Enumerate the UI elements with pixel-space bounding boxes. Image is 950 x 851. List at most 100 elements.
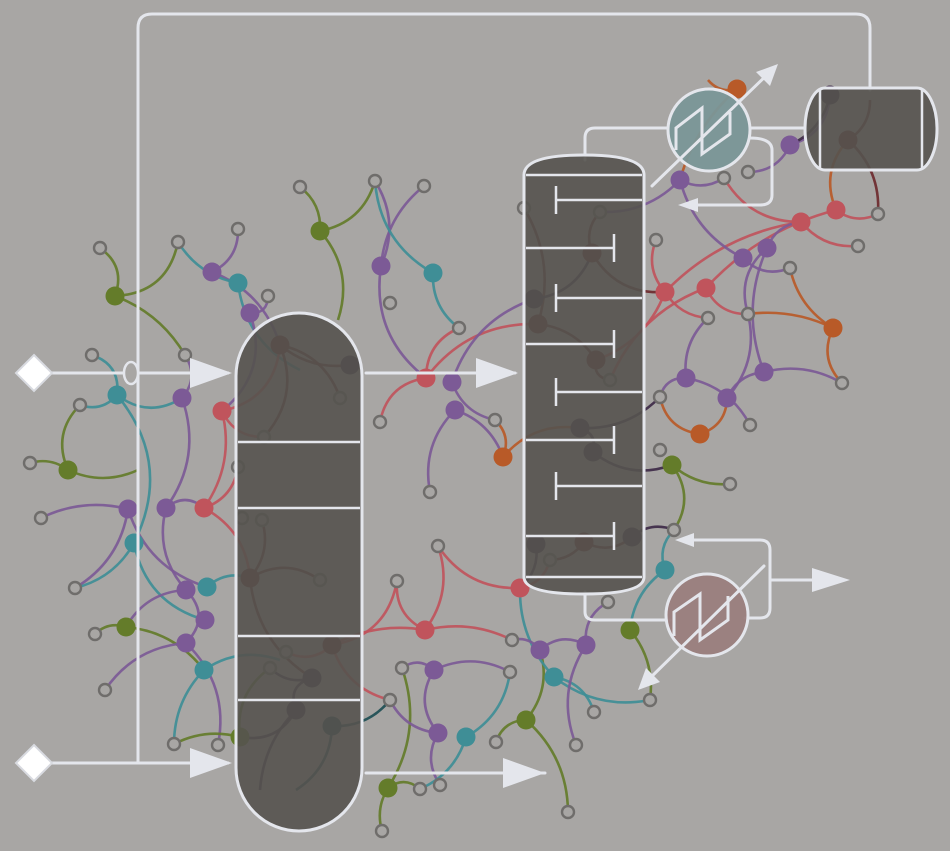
network-terminal-node: [67, 580, 83, 596]
network-node: [415, 620, 435, 640]
network-node: [371, 256, 391, 276]
network-terminal-node: [700, 310, 716, 326]
main-column[interactable]: [234, 311, 364, 833]
network-terminal-node: [389, 573, 405, 589]
network-terminal-node: [210, 737, 226, 753]
feed-top-diamond[interactable]: [14, 353, 54, 393]
network-terminal-node: [834, 375, 850, 391]
network-node: [530, 640, 550, 660]
network-node: [424, 660, 444, 680]
network-terminal-node: [742, 417, 758, 433]
network-node: [670, 170, 690, 190]
network-terminal-node: [97, 682, 113, 698]
network-terminal-node: [652, 389, 668, 405]
network-strand: [450, 297, 535, 383]
network-strand: [386, 667, 412, 789]
network-node: [442, 372, 462, 392]
network-node: [456, 727, 476, 747]
network-terminal-node: [740, 164, 756, 180]
pipe-crossing-marker: [122, 360, 140, 386]
network-node: [620, 620, 640, 640]
network-terminal-node: [92, 240, 108, 256]
network-node: [754, 362, 774, 382]
network-strand: [566, 644, 588, 746]
network-node: [717, 388, 737, 408]
network-terminal-node: [488, 734, 504, 750]
reflux-arrow: [678, 198, 698, 212]
network-strand: [74, 508, 130, 590]
network-node: [240, 303, 260, 323]
network-node: [423, 263, 443, 283]
network-node: [197, 577, 217, 597]
network-strand: [525, 719, 570, 813]
network-node: [228, 273, 248, 293]
network-node: [176, 633, 196, 653]
network-strand: [378, 265, 427, 380]
network-node: [176, 580, 196, 600]
reboiler-inlet-arrow: [675, 533, 694, 547]
column-vapor-line[interactable]: [583, 126, 670, 162]
network-terminal-node: [487, 412, 503, 428]
network-terminal-node: [740, 306, 756, 322]
network-strand: [678, 179, 744, 260]
reboiler-return-line[interactable]: [583, 590, 672, 622]
network-strand: [436, 545, 521, 590]
condenser[interactable]: [650, 64, 778, 188]
reflux-return-line[interactable]: [688, 136, 774, 207]
network-strand: [379, 184, 425, 267]
network-terminal-node: [412, 781, 428, 797]
network-terminal-node: [416, 178, 432, 194]
reflux-drum[interactable]: [803, 86, 939, 172]
network-strand: [202, 410, 228, 509]
network-strand: [125, 625, 206, 671]
network-strand: [722, 177, 802, 224]
feed-bottom-diamond[interactable]: [14, 743, 54, 783]
network-terminal-node: [292, 179, 308, 195]
network-terminal-node: [22, 455, 38, 471]
network-terminal-node: [870, 206, 886, 222]
network-node: [780, 135, 800, 155]
network-strand: [726, 313, 753, 399]
network-node: [124, 533, 144, 553]
network-node: [58, 460, 78, 480]
network-strand: [164, 397, 191, 509]
reboiler[interactable]: [638, 564, 766, 690]
condenser-zigzag-icon: [674, 104, 732, 157]
network-terminal-node: [367, 173, 383, 189]
network-terminal-node: [87, 626, 103, 642]
network-strand: [319, 230, 345, 321]
network-terminal-node: [72, 397, 88, 413]
bottoms-product-arrow: [503, 758, 545, 788]
network-terminal-node: [84, 347, 100, 363]
network-node: [823, 318, 843, 338]
network-node: [445, 400, 465, 420]
network-terminal-node: [642, 692, 658, 708]
network-terminal-node: [382, 295, 398, 311]
column-trays: [526, 186, 642, 550]
network-node: [172, 388, 192, 408]
network-node: [655, 282, 675, 302]
network-terminal-node: [586, 704, 602, 720]
reboiler-product-arrow: [812, 568, 850, 592]
network-terminal-node: [600, 594, 616, 610]
network-node: [791, 212, 811, 232]
network-terminal-node: [560, 804, 576, 820]
network-terminal-node: [850, 238, 866, 254]
condenser-diagonal-arrow: [650, 68, 774, 188]
network-node: [428, 723, 448, 743]
network-node: [826, 200, 846, 220]
top-feed-arrow: [190, 358, 232, 388]
network-node: [544, 667, 564, 687]
network-terminal-node: [430, 538, 446, 554]
network-node: [212, 401, 232, 421]
network-strand: [518, 587, 555, 678]
network-terminal-node: [170, 234, 186, 250]
network-node: [194, 660, 214, 680]
network-strand: [664, 220, 802, 293]
network-strand: [103, 641, 187, 691]
distillation-column[interactable]: [522, 153, 646, 596]
overhead-recycle-line[interactable]: [136, 12, 872, 764]
network-node: [662, 455, 682, 475]
network-node: [118, 499, 138, 519]
